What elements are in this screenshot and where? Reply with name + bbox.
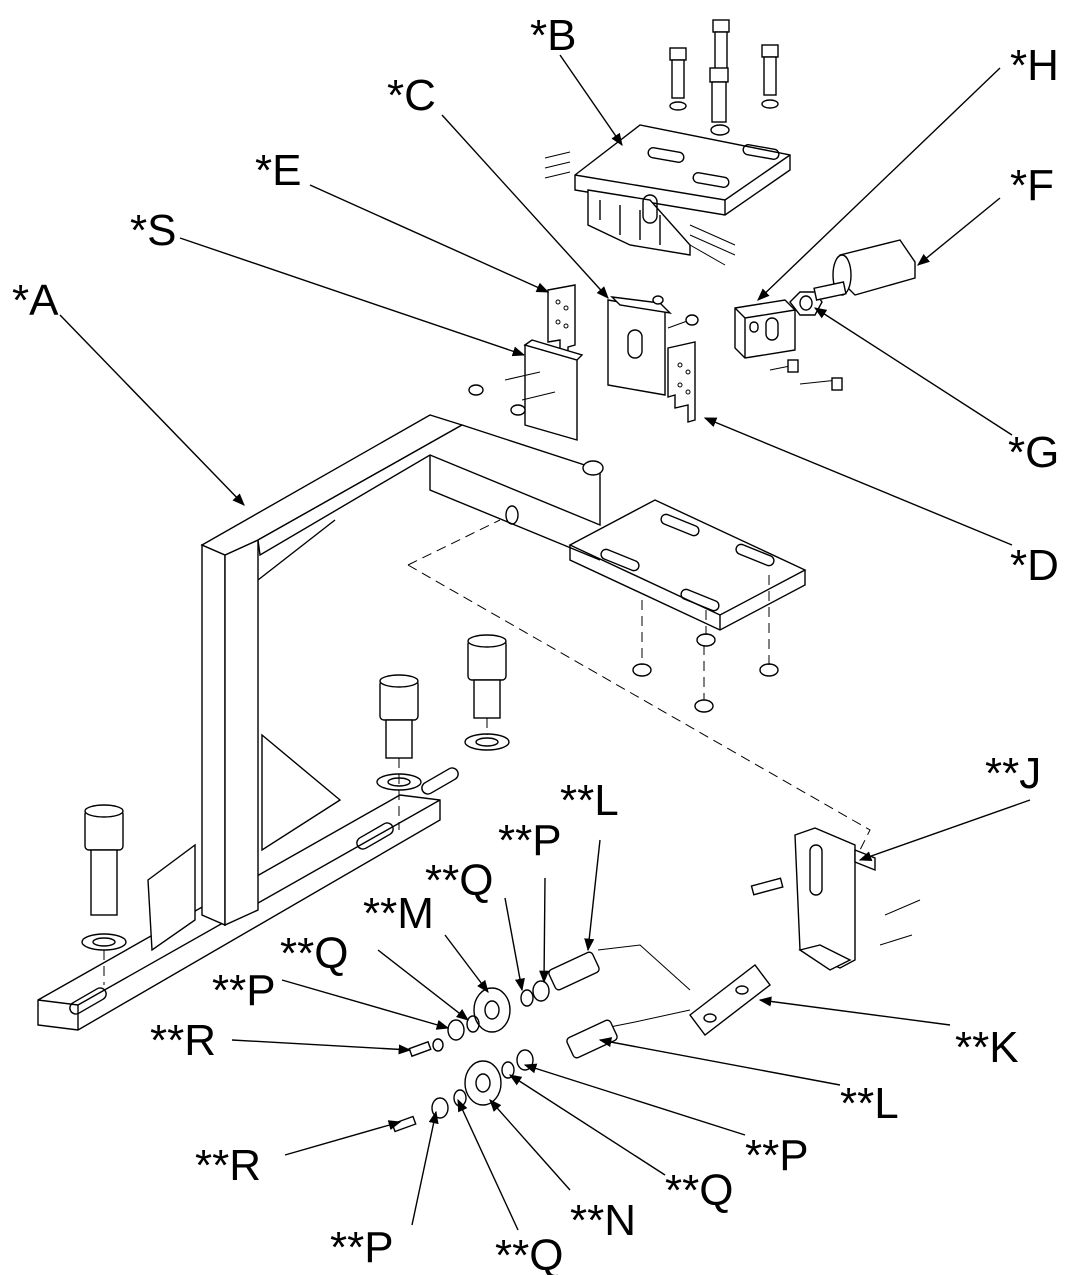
leader-h <box>757 67 1001 301</box>
leader-d <box>703 417 1013 546</box>
callout-g: *G <box>1008 428 1059 477</box>
pulley-stack-lower <box>391 1019 618 1133</box>
leader-p4 <box>411 1110 439 1226</box>
cylinder-part-f <box>813 239 916 301</box>
leader-r1 <box>231 1039 412 1055</box>
bracket-part-j <box>750 827 921 971</box>
callout-j: **J <box>985 749 1041 798</box>
leader-b <box>559 54 623 147</box>
callout-m: **M <box>363 889 434 938</box>
leader-m <box>444 934 489 994</box>
leader-g <box>813 307 1013 436</box>
leader-f <box>917 197 1001 266</box>
leader-q4 <box>457 1098 519 1231</box>
callout-p1: **P <box>498 816 562 865</box>
callout-f: *F <box>1010 161 1054 210</box>
callout-r2: **R <box>195 1141 261 1190</box>
callout-r1: **R <box>150 1016 216 1065</box>
leader-e <box>309 184 550 293</box>
leader-k <box>758 996 951 1026</box>
plate-part-d <box>667 341 696 423</box>
leader-p1 <box>539 877 550 984</box>
base-screws <box>81 634 510 985</box>
callout-d: *D <box>1010 541 1059 590</box>
leader-l2 <box>598 1037 841 1086</box>
callout-q1: **Q <box>425 856 493 905</box>
bracket-part-h <box>734 299 843 391</box>
callout-c: *C <box>387 71 436 120</box>
leader-l1 <box>584 839 601 952</box>
plate-part-c <box>607 295 699 396</box>
leader-a <box>59 314 245 506</box>
leader-q3 <box>508 1074 666 1176</box>
leader-j <box>858 799 1031 861</box>
callout-p4: **P <box>330 1223 394 1272</box>
link-part-k <box>594 944 771 1036</box>
frame-part-a <box>37 414 807 1031</box>
callout-s: *S <box>130 206 176 255</box>
callout-p3: **P <box>745 1131 809 1180</box>
plate-part-s <box>468 339 584 441</box>
callout-q3: **Q <box>665 1166 733 1215</box>
pulley-stack-upper <box>408 951 600 1058</box>
alignment-dashed-line <box>407 519 871 851</box>
leader-q1 <box>504 897 525 992</box>
callout-q4: **Q <box>495 1231 563 1275</box>
leader-s <box>179 237 526 357</box>
callout-k: **K <box>955 1023 1019 1072</box>
leader-p3 <box>523 1063 746 1136</box>
bracket-part-b <box>544 19 791 266</box>
leader-c <box>441 114 609 299</box>
callout-q2: **Q <box>280 929 348 978</box>
callout-n: **N <box>570 1196 636 1245</box>
callout-l2: **L <box>840 1079 899 1128</box>
callout-e: *E <box>255 146 301 195</box>
callout-a: *A <box>12 276 59 325</box>
leader-lines <box>59 54 1031 1231</box>
leader-n <box>489 1099 571 1191</box>
callout-l1: **L <box>560 776 619 825</box>
leader-q2 <box>377 949 469 1021</box>
callout-labels: *A *B *C *D *E *F *G *H *S **J **K **L *… <box>12 11 1059 1275</box>
callout-b: *B <box>530 11 576 60</box>
leader-p2 <box>281 979 450 1030</box>
callout-h: *H <box>1010 41 1059 90</box>
callout-p2: **P <box>212 966 276 1015</box>
leader-r2 <box>284 1120 402 1156</box>
